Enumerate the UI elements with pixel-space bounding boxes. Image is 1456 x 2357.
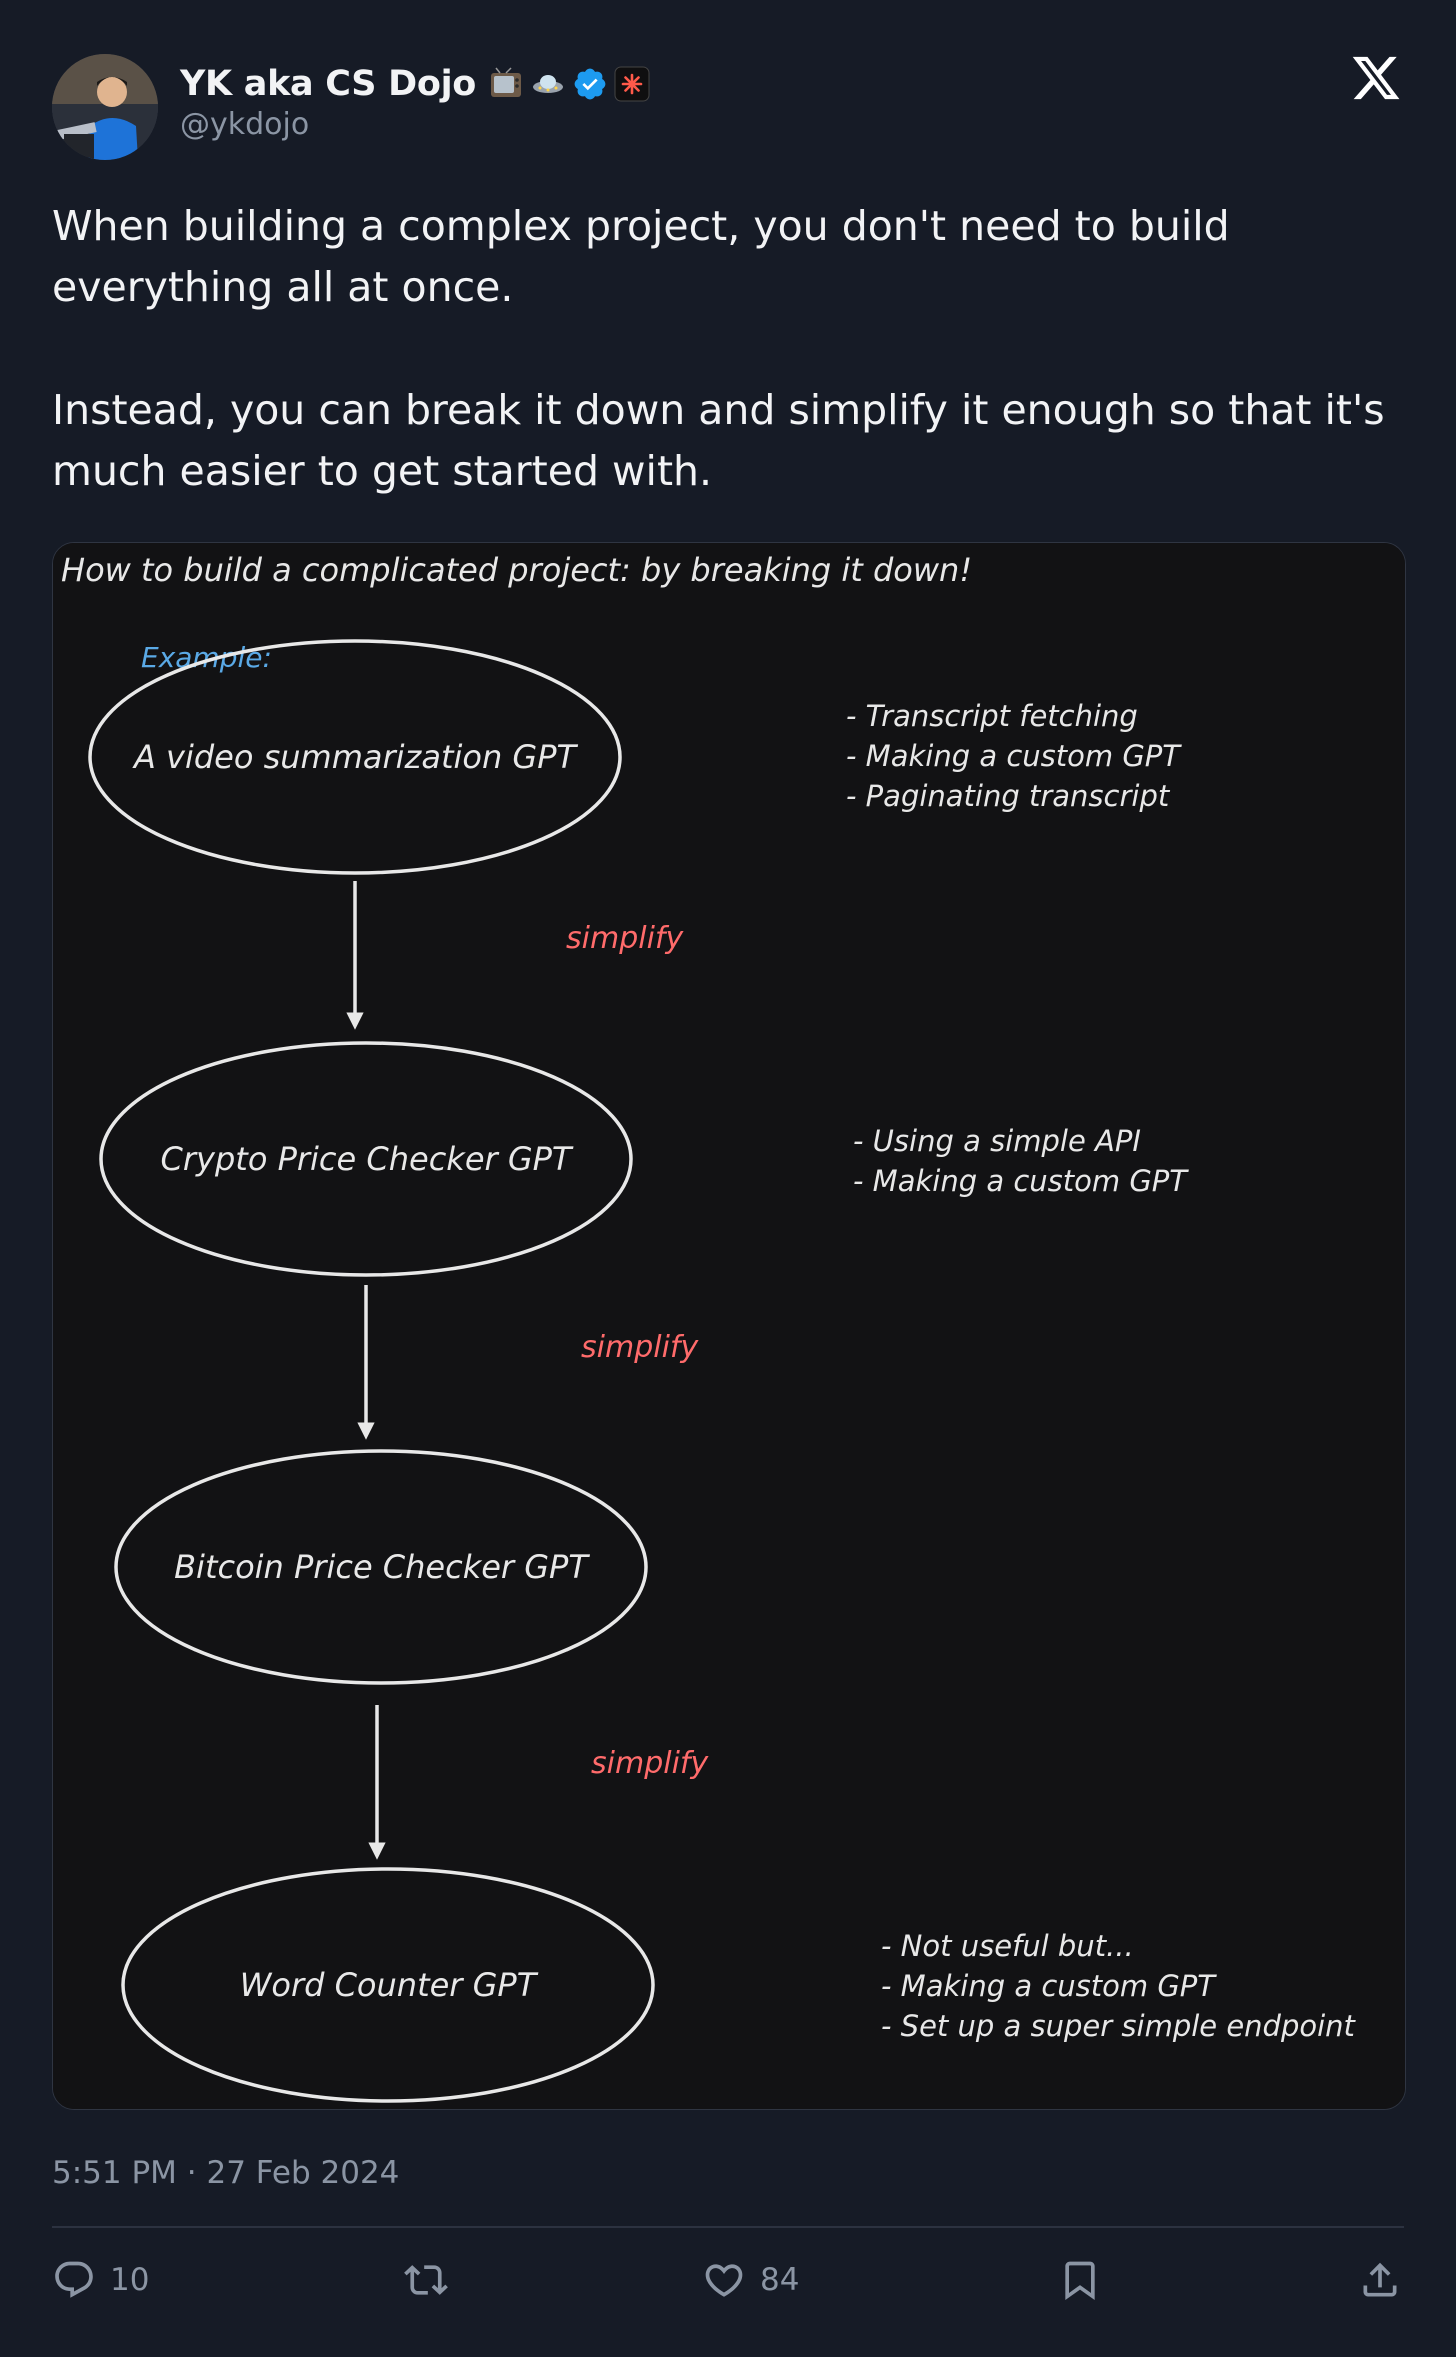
reply-icon: [55, 2261, 93, 2298]
diagram-node-4-note-1: - Not useful but...: [881, 1929, 1134, 1963]
tweet-image-diagram[interactable]: How to build a complicated project: by b…: [52, 542, 1406, 2110]
diagram-node-2-label: Crypto Price Checker GPT: [161, 1140, 574, 1178]
author-name-row[interactable]: YK aka CS Dojo: [180, 60, 650, 108]
alien-spaceship-icon: [530, 66, 566, 102]
tweet-paragraph-2: Instead, you can break it down and simpl…: [52, 386, 1385, 495]
diagram-node-1-note-3: - Paginating transcript: [846, 779, 1171, 813]
diagram-node-2-ellipse: [99, 1041, 633, 1277]
diagram-node-3-label: Bitcoin Price Checker GPT: [174, 1548, 590, 1586]
like-count: 84: [760, 2262, 800, 2298]
avatar[interactable]: [52, 54, 158, 160]
author-handle[interactable]: @ykdojo: [180, 107, 310, 142]
diagram-node-1-label: A video summarization GPT: [132, 738, 579, 776]
repost-icon: [404, 2265, 448, 2295]
diagram-arrow-2-label: simplify: [581, 1330, 699, 1365]
bookmark-button[interactable]: [1058, 2256, 1102, 2304]
diagram-node-1-note-2: - Making a custom GPT: [846, 739, 1182, 773]
diagram-node-2-note-1: - Using a simple API: [853, 1124, 1141, 1158]
diagram-node-4-label: Word Counter GPT: [240, 1966, 539, 2004]
tweet-paragraph-1: When building a complex project, you don…: [52, 202, 1230, 311]
author-display-name[interactable]: YK aka CS Dojo: [180, 64, 477, 104]
tweet-timestamp[interactable]: 5:51 PM · 27 Feb 2024: [52, 2155, 400, 2191]
diagram-title: How to build a complicated project: by b…: [61, 551, 972, 589]
tv-icon: [488, 66, 524, 102]
verified-badge-icon[interactable]: [572, 66, 608, 102]
avatar-photo: [52, 54, 158, 160]
like-button[interactable]: 84: [702, 2256, 799, 2304]
diagram-node-4-ellipse: [121, 1867, 655, 2103]
affiliate-badge-icon[interactable]: [614, 66, 650, 102]
diagram-example-label: Example:: [141, 641, 272, 674]
divider: [52, 2226, 1404, 2228]
reply-count: 10: [110, 2262, 150, 2298]
diagram-node-1-ellipse: [88, 639, 622, 875]
diagram-node-4-note-3: - Set up a super simple endpoint: [881, 2009, 1357, 2043]
diagram-node-2-note-2: - Making a custom GPT: [853, 1164, 1189, 1198]
diagram-node-1-note-1: - Transcript fetching: [846, 699, 1138, 733]
share-button[interactable]: [1358, 2256, 1402, 2304]
reply-button[interactable]: 10: [52, 2256, 149, 2304]
x-logo-icon[interactable]: [1350, 52, 1402, 104]
diagram-node-4-note-2: - Making a custom GPT: [881, 1969, 1217, 2003]
diagram-canvas: How to build a complicated project: by b…: [53, 543, 1405, 2109]
repost-button[interactable]: [404, 2256, 448, 2304]
tweet-text: When building a complex project, you don…: [52, 196, 1412, 502]
diagram-node-3-ellipse: [114, 1449, 648, 1685]
diagram-arrow-1-label: simplify: [566, 921, 684, 956]
heart-icon: [705, 2264, 743, 2297]
share-icon: [1363, 2262, 1397, 2297]
bookmark-icon: [1065, 2261, 1095, 2301]
diagram-arrow-3-label: simplify: [591, 1746, 709, 1781]
